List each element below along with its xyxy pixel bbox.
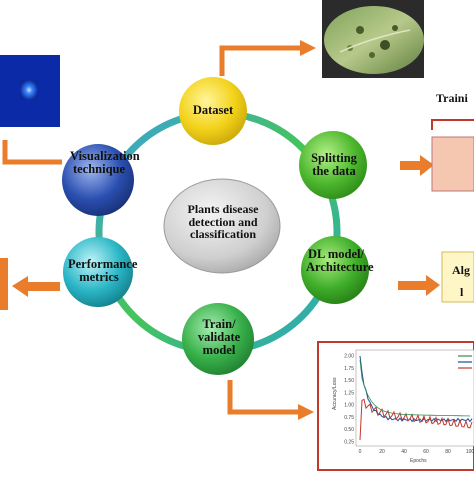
training-chart: 2.00 1.75 1.50 1.25 1.00 0.75 0.50 0.25 0 20 40 60 8… [317, 341, 474, 471]
chart-xtick-label: 40 [401, 449, 407, 455]
chart-ytick-label: 1.25 [344, 390, 354, 396]
chart-xtick-label: 60 [423, 449, 429, 455]
algorithm-label-line1: Alg [452, 264, 470, 277]
arrow-dataset-to-leaf [219, 40, 316, 76]
arrow-performance-to-left [12, 276, 60, 297]
chart-xlabel: Epochs [410, 458, 427, 464]
center-ellipse [163, 178, 281, 274]
training-split-box [431, 119, 474, 192]
left-output-box [0, 258, 8, 310]
node-splitting-circle [299, 131, 367, 199]
chart-ytick-label: 0.75 [344, 415, 354, 421]
arrow-visualization-to-image [2, 140, 62, 165]
chart-xtick-label: 0 [359, 449, 362, 455]
algorithm-label-line2: l [460, 286, 464, 299]
chart-ytick-label: 0.25 [344, 440, 354, 446]
chart-ylabel: Accuracy/Loss [332, 377, 338, 410]
node-visualization-label: Visualization technique [70, 149, 140, 177]
chart-ytick-label: 1.50 [344, 378, 354, 384]
chart-ytick-label: 0.50 [344, 427, 354, 433]
arrow-dl-to-algorithm [398, 275, 440, 296]
chart-series-line [359, 359, 471, 417]
node-performance-label: Performance metrics [68, 257, 138, 285]
heatmap-hotspot [20, 80, 38, 100]
chart-ytick-label: 1.00 [344, 403, 354, 409]
chart-plot-area [355, 349, 474, 447]
chart-series-line [359, 398, 473, 441]
chart-marks: 2.00 1.75 1.50 1.25 1.00 0.75 0.50 0.25 0 20 40 60 8… [344, 354, 474, 456]
leaf-photo [322, 0, 424, 78]
node-dl-model-circle [301, 236, 369, 304]
chart-xtick-label: 80 [445, 449, 451, 455]
center-title: Plants disease detection and classificat… [187, 202, 259, 242]
node-train-circle [182, 303, 254, 375]
node-visualization-circle [62, 144, 134, 216]
node-dataset-label: Dataset [192, 103, 234, 117]
node-performance-circle [63, 237, 133, 307]
chart-ytick-label: 2.00 [344, 354, 354, 360]
node-dataset-circle [179, 77, 247, 145]
chart-ytick-label: 1.75 [344, 366, 354, 372]
chart-xtick-label: 20 [379, 449, 385, 455]
arrow-splitting-to-training [400, 155, 434, 176]
chart-xtick-label: 100 [466, 449, 474, 455]
training-label: Traini [436, 92, 468, 105]
node-train-label: Train/ validate model [197, 317, 241, 358]
node-dl-model-label: DL model/ Architecture [306, 247, 374, 275]
arrow-train-to-chart [227, 380, 314, 420]
algorithm-box [441, 251, 474, 303]
node-splitting-label: Splitting the data [311, 151, 357, 179]
